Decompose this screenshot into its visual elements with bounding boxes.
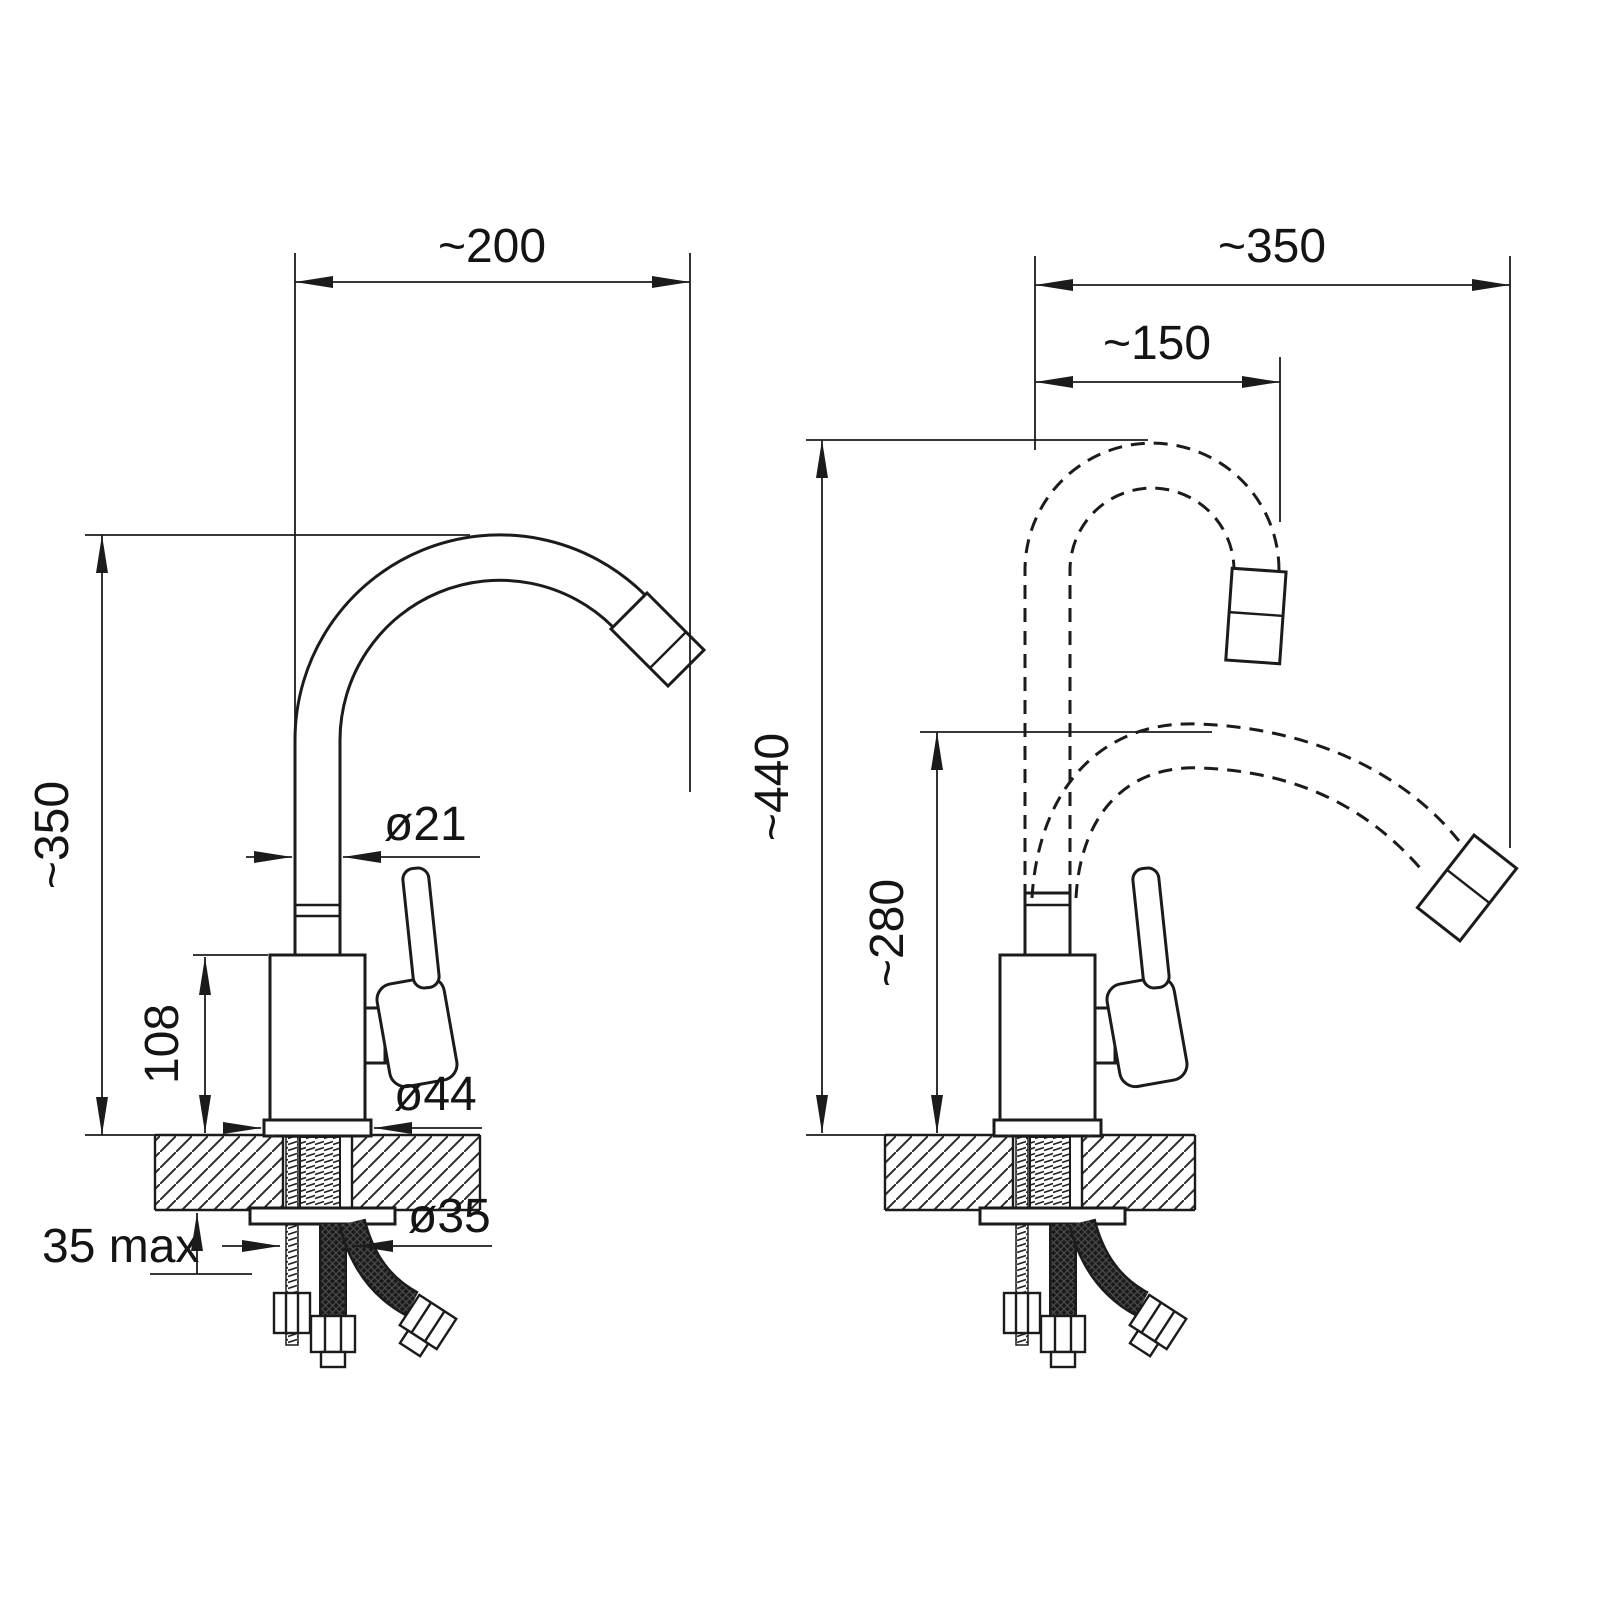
faucet-body-right [992, 866, 1189, 1138]
pipe-stub [1023, 891, 1072, 957]
handle-lever [401, 866, 441, 990]
mounting-washer [248, 1206, 397, 1226]
dim-overall-width-right: ~350 [1218, 220, 1326, 273]
nozzle-raised [1224, 566, 1288, 666]
dim-body-height: 108 [136, 1004, 189, 1084]
countertop [153, 1133, 482, 1212]
spout-nozzle [608, 590, 707, 689]
threaded-shank [299, 1136, 341, 1213]
hose-fitting [309, 1314, 357, 1354]
dim-hole-diameter: ø35 [408, 1190, 491, 1243]
mounting-hardware-right [978, 1136, 1188, 1369]
dim-overall-height-left: ~350 [26, 781, 79, 889]
left-faucet-view: ~200 ~350 108 ø21 ø44 ø35 35 max [26, 220, 707, 1369]
dim-spout-diameter: ø21 [384, 798, 467, 851]
faucet-body [262, 866, 459, 1138]
base-flange [262, 1118, 373, 1138]
countertop-right [883, 1133, 1197, 1212]
spout-raised-position [1023, 441, 1288, 898]
right-dimensions: ~350 ~150 ~440 ~280 [746, 220, 1511, 1136]
nozzle-lowered [1415, 833, 1519, 943]
dim-lowered-height: ~280 [861, 879, 914, 987]
hose-fitting-angled [398, 1293, 458, 1358]
mounting-hardware [248, 1136, 458, 1369]
handle-base [375, 975, 459, 1089]
dim-spout-reach: ~150 [1103, 317, 1211, 370]
left-dimensions: ~200 ~350 108 ø21 ø44 ø35 35 max [26, 220, 691, 1275]
right-faucet-view: ~350 ~150 ~440 ~280 [746, 220, 1519, 1369]
dim-overall-width-left: ~200 [438, 220, 546, 273]
dim-total-height: ~440 [746, 733, 799, 841]
supply-hose-curved [340, 1218, 418, 1315]
spout-lowered-position [1030, 722, 1519, 943]
dim-base-diameter: ø44 [394, 1068, 477, 1121]
dim-deck-thickness: 35 max [42, 1220, 199, 1273]
mounting-nut [272, 1291, 312, 1335]
spout [293, 533, 707, 955]
